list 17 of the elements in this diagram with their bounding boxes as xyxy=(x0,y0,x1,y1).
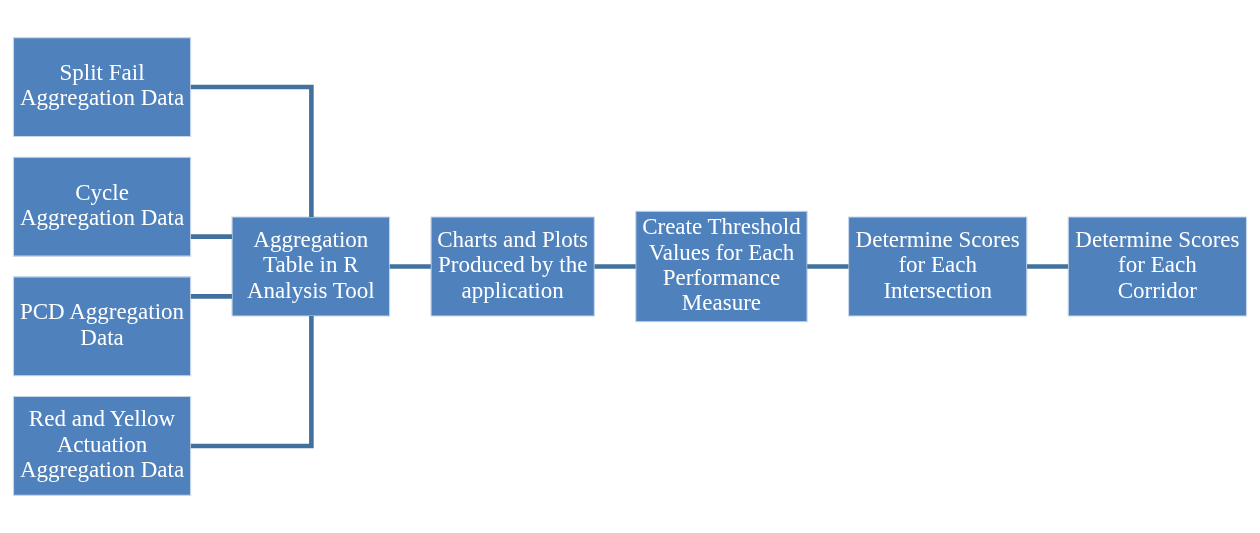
node-box: Aggregation Table in R Analysis Tool xyxy=(231,216,391,317)
node-box: Cycle Aggregation Data xyxy=(12,156,192,257)
node-box: Determine Scores for Each Intersection xyxy=(847,216,1028,317)
node-box: Determine Scores for Each Corridor xyxy=(1067,216,1248,317)
node-box: Red and Yellow Actuation Aggregation Data xyxy=(12,395,192,496)
node-box: Create Threshold Values for Each Performance Measure xyxy=(635,210,808,323)
node-box: Split Fail Aggregation Data xyxy=(12,37,192,138)
connector xyxy=(594,264,636,269)
connector xyxy=(190,84,314,217)
connector xyxy=(190,316,314,449)
connector xyxy=(190,234,232,239)
connector xyxy=(190,294,232,299)
node-box: PCD Aggregation Data xyxy=(12,276,192,377)
connector xyxy=(389,264,431,269)
node-box: Charts and Plots Produced by the application xyxy=(430,216,595,317)
connector xyxy=(1027,264,1069,269)
connector xyxy=(807,264,849,269)
